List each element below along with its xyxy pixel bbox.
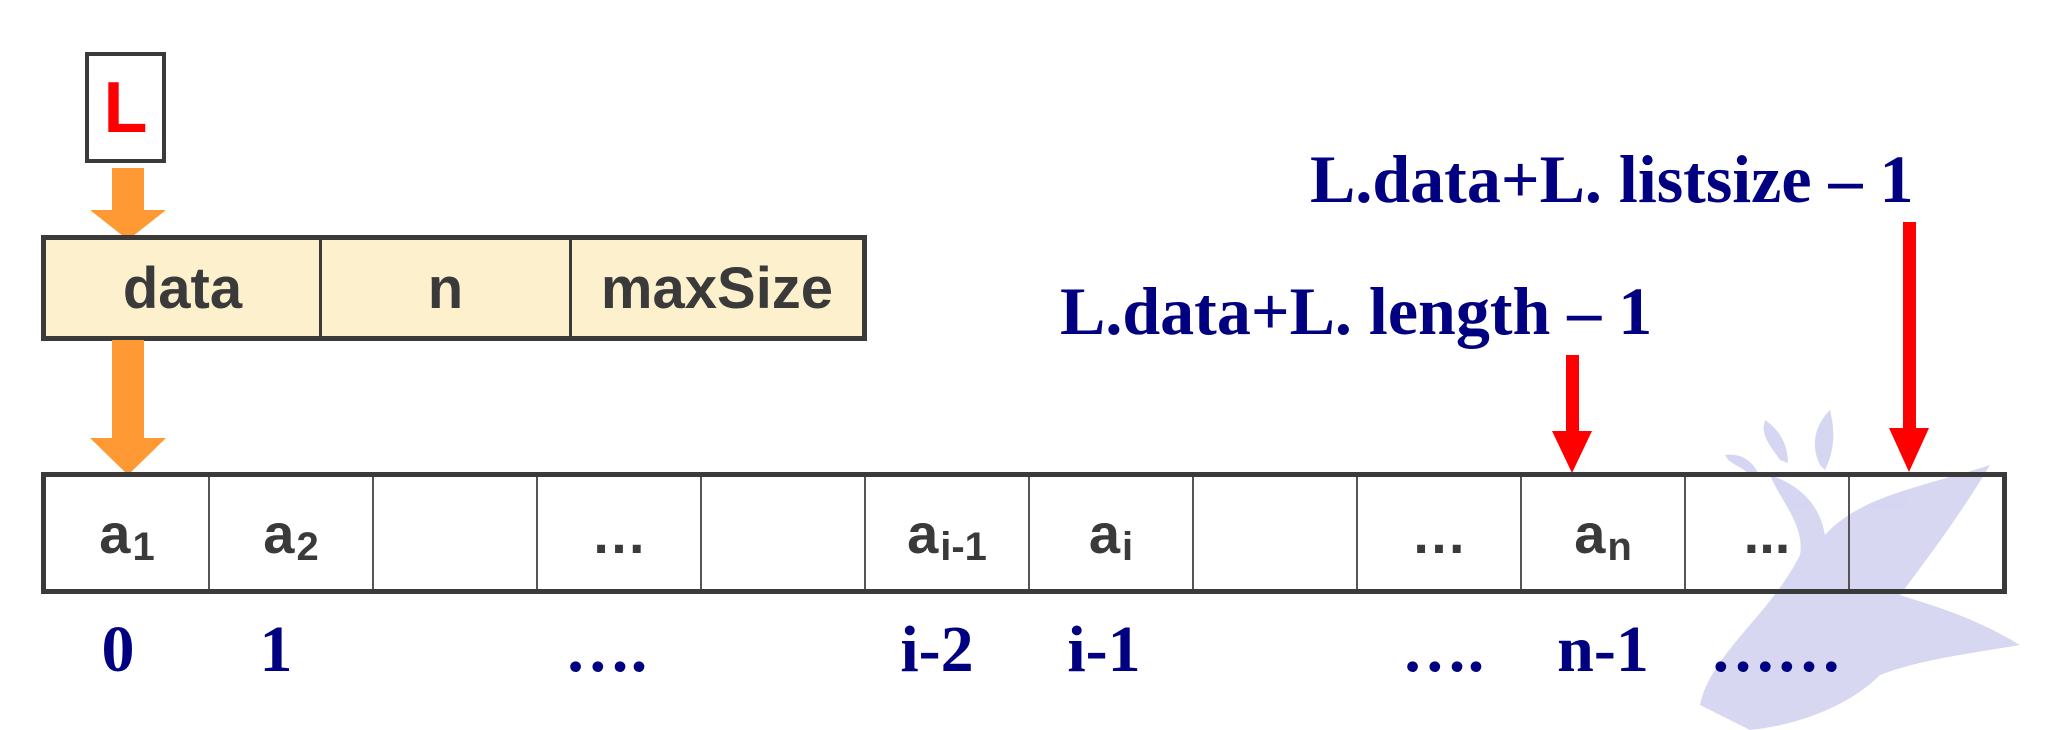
pointer-variable-label: L [103, 67, 148, 148]
pointer-variable-box: L [85, 52, 166, 163]
listsize-pointer-label: L.data+L. listsize – 1 [1310, 141, 1914, 217]
index-label: i-1 [1067, 613, 1141, 686]
array-cell-subscript: n [1607, 524, 1632, 569]
array-cell-value: a [1088, 501, 1121, 565]
array-cell-value: a [99, 501, 131, 565]
array-cell-value: … [591, 501, 647, 565]
dove-watermark [1700, 410, 2020, 730]
index-label: …… [1710, 613, 1842, 686]
index-label: i-2 [900, 613, 974, 686]
array-cell-value: … [1411, 501, 1467, 565]
struct-table: data n maxSize [41, 235, 867, 341]
array-cell [374, 477, 538, 589]
array-cell-value: ... [1743, 501, 1791, 565]
data-to-array-arrow [90, 340, 166, 475]
array-cell [1850, 477, 2002, 589]
struct-field-n: n [322, 240, 572, 336]
pointer-to-struct-arrow [90, 168, 166, 240]
array-cell-subscript: i [1122, 524, 1134, 569]
array-cell-value: a [907, 501, 939, 565]
array-cell [702, 477, 866, 589]
index-label: …. [564, 613, 648, 686]
index-label: 1 [259, 613, 293, 686]
listsize-pointer-arrow [1889, 222, 1929, 472]
index-label: …. [1401, 613, 1485, 686]
array-cell: … [1358, 477, 1522, 589]
array-cell-subscript: i-1 [940, 524, 987, 569]
length-pointer-label: L.data+L. length – 1 [1060, 273, 1653, 349]
struct-field-maxsize: maxSize [600, 255, 834, 321]
array-cell-value: a [1574, 501, 1606, 565]
array-cell: ... [1686, 477, 1850, 589]
index-label: n-1 [1557, 613, 1649, 686]
array-cell-subscript: 2 [296, 524, 319, 569]
array-cell-subscript: 1 [132, 524, 155, 569]
array-cell-value: a [263, 501, 295, 565]
index-label: 0 [101, 613, 135, 686]
array-cell [1194, 477, 1358, 589]
length-pointer-arrow [1552, 355, 1592, 473]
struct-field-data: data [46, 240, 322, 336]
array-cell: … [538, 477, 702, 589]
